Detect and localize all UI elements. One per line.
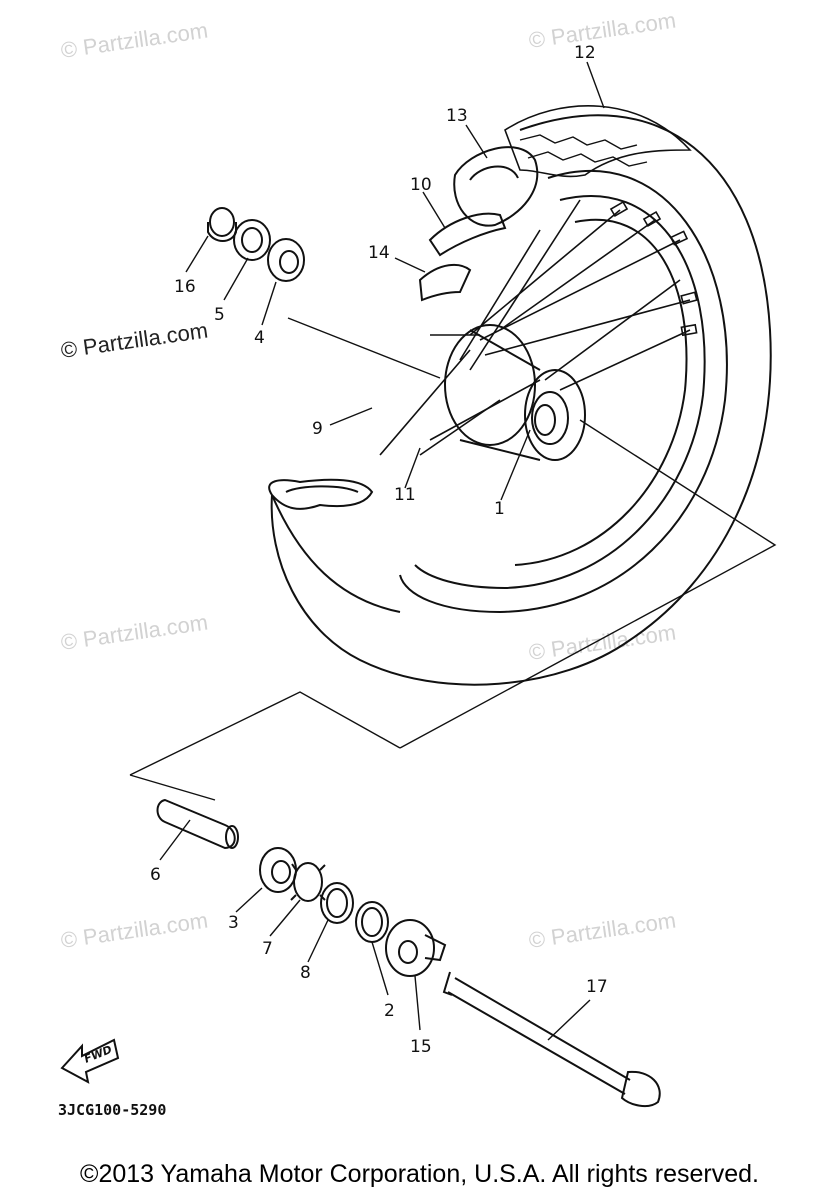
callout-2: 2 [384, 1001, 395, 1021]
callout-3: 3 [228, 913, 239, 933]
callout-16: 16 [174, 277, 196, 297]
watermark: © Partzilla.com [527, 620, 677, 665]
callout-6: 6 [150, 865, 161, 885]
copyright-notice: ©2013 Yamaha Motor Corporation, U.S.A. A… [80, 1160, 759, 1188]
callout-4: 4 [254, 328, 265, 348]
callout-8: 8 [300, 963, 311, 983]
callout-5: 5 [214, 305, 225, 325]
callout-11: 11 [394, 485, 416, 505]
callout-14: 14 [368, 243, 390, 263]
callout-9: 9 [312, 419, 323, 439]
axle-parts-lower [156, 798, 661, 1108]
callout-15: 15 [410, 1037, 432, 1057]
callout-17: 17 [586, 977, 608, 997]
diagram-code: 3JCG100-5290 [58, 1101, 166, 1119]
watermark: © Partzilla.com [59, 18, 209, 63]
wheel-assembly-drawing [129, 105, 777, 801]
watermark: © Partzilla.com [527, 908, 677, 953]
callout-13: 13 [446, 106, 468, 126]
watermark-layer: © Partzilla.com © Partzilla.com © Partzi… [59, 8, 677, 953]
callout-7: 7 [262, 939, 273, 959]
leader-lines [159, 61, 605, 1041]
watermark: © Partzilla.com [59, 908, 209, 953]
callout-12: 12 [574, 43, 596, 63]
callouts: 12 13 10 14 16 5 4 9 11 1 6 3 7 8 2 15 1… [150, 43, 608, 1057]
bearing-parts-upper [207, 207, 305, 282]
fwd-arrow-icon: FWD [60, 1038, 120, 1084]
callout-10: 10 [410, 175, 432, 195]
watermark: © Partzilla.com [59, 610, 209, 655]
callout-1: 1 [494, 499, 505, 519]
watermark: © Partzilla.com [59, 318, 209, 363]
watermark: © Partzilla.com [527, 8, 677, 53]
